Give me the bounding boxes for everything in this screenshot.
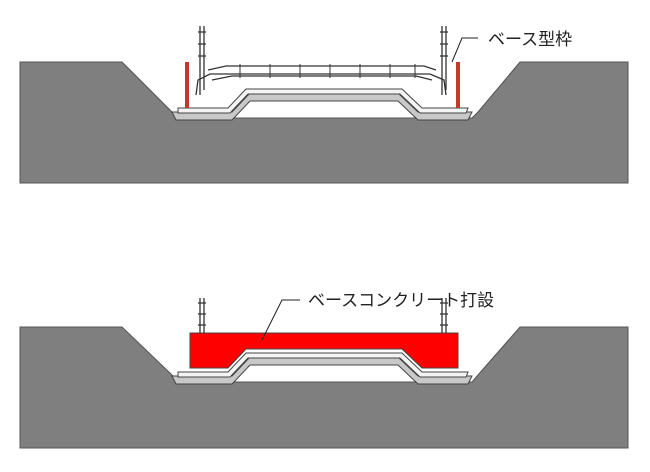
rebar-cage xyxy=(195,26,448,96)
ground-section xyxy=(19,326,629,449)
leveling-layer-outer xyxy=(171,92,473,121)
rebar-ticks xyxy=(239,64,416,78)
callout-leader-formwork xyxy=(451,37,478,63)
callout-leader-concrete xyxy=(261,299,300,341)
callout-label-formwork: ベース型枠 xyxy=(488,30,572,50)
base-concrete-pour xyxy=(189,332,459,369)
panel-base-concrete: ベースコンクリート打設 xyxy=(19,291,629,449)
leveling-layer-inner xyxy=(177,352,469,378)
ground-section xyxy=(19,61,629,184)
formwork-right xyxy=(456,62,460,108)
leveling-layer-inner xyxy=(177,88,469,114)
panel-base-formwork: ベース型枠 xyxy=(19,26,629,184)
rebar-stubs xyxy=(198,298,448,333)
formwork-left xyxy=(185,62,189,108)
callout-label-concrete: ベースコンクリート打設 xyxy=(308,291,494,311)
